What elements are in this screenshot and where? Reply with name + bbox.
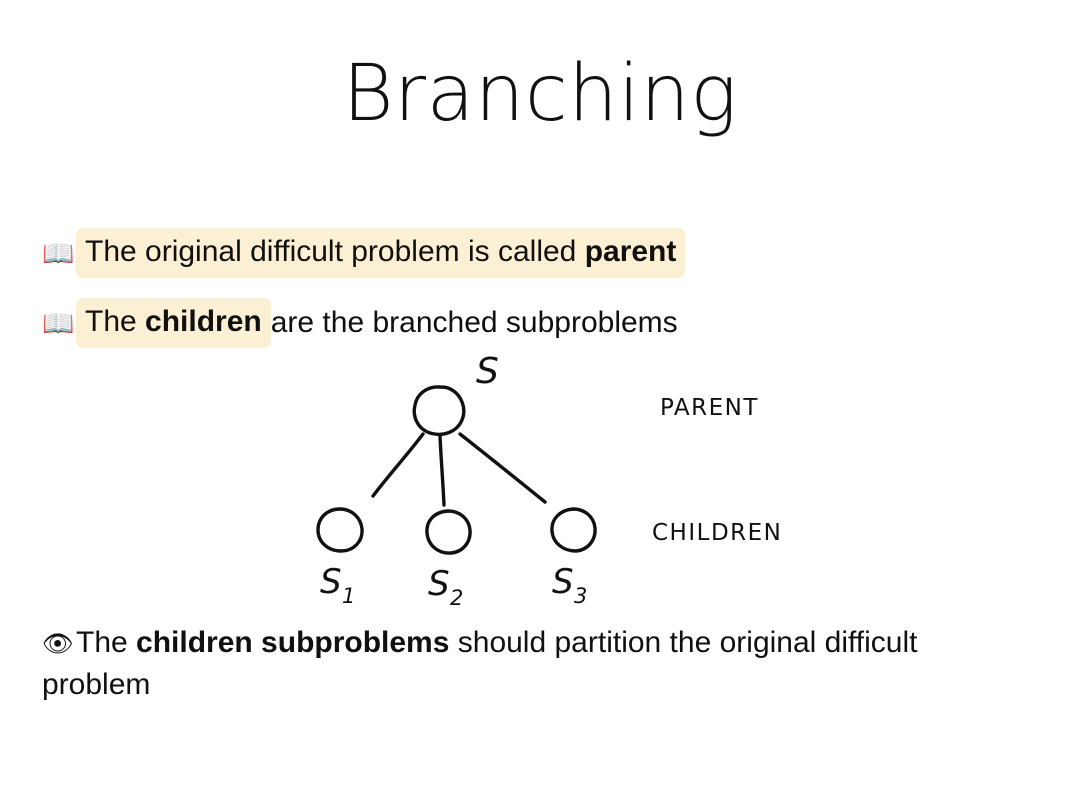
bullet-1-highlight: The original difficult problem is called… [76,228,686,278]
child-node-2-circle [425,509,472,555]
bullet-2-highlight: The children [76,298,271,348]
edge-root-to-child-3 [458,432,547,504]
paragraph-keyword: children subproblems [136,626,450,659]
paragraph-children-partition: 👁The children subproblems should partiti… [42,622,1032,706]
bullet-1-keyword: parent [584,235,677,268]
child-node-3-circle [550,507,597,553]
bullet-item-1: 📖 The original difficult problem is call… [42,228,686,278]
branching-tree-diagram: S S 1 S 2 S 3 PARENT CHILDREN [280,355,840,620]
eye-icon: 👁 [42,630,74,658]
child-node-3-subscript: 3 [574,584,587,608]
child-node-3-label: S [552,562,574,602]
child-node-1-label: S [320,562,342,602]
open-book-icon: 📖 [42,308,75,338]
paragraph-text-tail: should partition the original difficult … [42,626,918,701]
paragraph-text-lead: The [76,626,137,659]
edge-root-to-child-1 [371,432,425,498]
children-annotation: CHILDREN [652,520,782,546]
child-node-1-circle [316,507,364,553]
child-node-2-subscript: 2 [450,586,463,610]
bullet-1-text: The original difficult problem is called [85,235,585,268]
root-node-circle [412,385,466,437]
bullet-item-2: 📖 The children are the branched subprobl… [42,298,678,348]
page-title: Branching [342,49,738,139]
child-node-1-subscript: 1 [342,584,355,608]
parent-annotation: PARENT [660,395,759,421]
root-node-label: S [476,355,499,392]
edge-root-to-child-2 [438,434,446,507]
open-book-icon: 📖 [42,238,75,268]
bullet-2-keyword: children [145,305,262,338]
bullet-2-text: The [85,305,146,338]
child-node-2-label: S [428,564,450,604]
bullet-2-tail: are the branched subproblems [270,306,678,339]
